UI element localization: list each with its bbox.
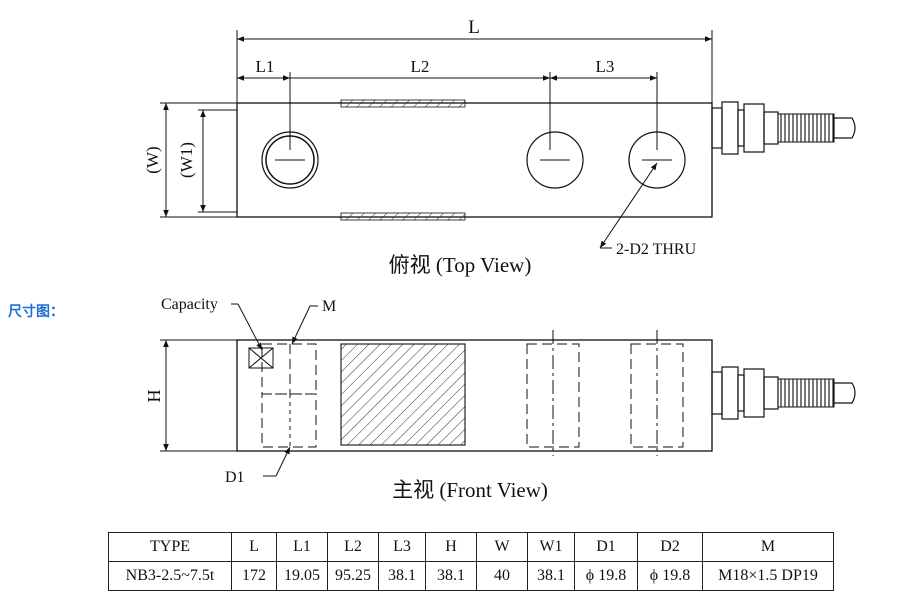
col-D2: D2 xyxy=(637,532,703,562)
cell-L2: 95.25 xyxy=(327,561,379,591)
front-body xyxy=(236,339,713,452)
col-W: W xyxy=(476,532,528,562)
capacity-label: Capacity xyxy=(161,296,218,313)
col-W1: W1 xyxy=(527,532,575,562)
front-view-caption: 主视 (Front View) xyxy=(392,478,548,502)
front-through-hole-2 xyxy=(630,330,684,456)
cell-L1: 19.05 xyxy=(276,561,328,591)
top-cable-connector xyxy=(711,101,856,155)
hole-note: 2-D2 THRU xyxy=(599,162,697,258)
cell-M: M18×1.5 DP19 xyxy=(702,561,834,591)
dim-L-label: L xyxy=(468,17,480,38)
spec-table-header-row: TYPE L L1 L2 L3 H W W1 D1 D2 M xyxy=(108,532,834,562)
top-through-hole-1 xyxy=(526,131,584,189)
table-row: NB3-2.5~7.5t 172 19.05 95.25 38.1 38.1 4… xyxy=(108,561,834,591)
top-hatch-upper xyxy=(340,99,466,108)
front-hatch-pocket xyxy=(340,343,466,446)
dim-W1: (W1) xyxy=(177,109,237,213)
dim-L1-label: L1 xyxy=(256,57,275,76)
top-view: L L1 L2 L3 xyxy=(143,17,856,277)
col-L1: L1 xyxy=(276,532,328,562)
dim-L: L xyxy=(236,17,713,105)
front-through-hole-1 xyxy=(526,330,580,456)
cell-D2: ϕ 19.8 xyxy=(637,561,703,591)
col-L3: L3 xyxy=(378,532,426,562)
top-hatch-lower xyxy=(340,212,466,221)
dim-L3-label: L3 xyxy=(596,57,615,76)
top-body xyxy=(236,102,713,218)
cell-H: 38.1 xyxy=(425,561,477,591)
dim-H: H xyxy=(144,339,237,452)
top-through-hole-2 xyxy=(628,131,686,189)
front-view: Capacity M D1 xyxy=(144,296,856,502)
d1-label: D1 xyxy=(225,469,245,486)
dim-H-label: H xyxy=(144,390,164,403)
spec-table: TYPE L L1 L2 L3 H W W1 D1 D2 M NB3-2.5~7… xyxy=(108,532,834,591)
hole-note-label: 2-D2 THRU xyxy=(616,241,697,258)
cell-type: NB3-2.5~7.5t xyxy=(108,561,232,591)
dim-L2-label: L2 xyxy=(411,57,430,76)
capacity-marker: Capacity xyxy=(161,296,274,369)
section-label: 尺寸图： xyxy=(8,303,64,319)
front-cable-connector xyxy=(711,366,856,420)
dimension-drawing: L L1 L2 L3 xyxy=(143,17,856,502)
d1-note: D1 xyxy=(225,446,291,486)
dim-L1-L2-L3: L1 L2 L3 xyxy=(237,57,658,150)
dim-W: (W) xyxy=(143,102,237,218)
col-type: TYPE xyxy=(108,532,232,562)
m-label: M xyxy=(322,298,336,315)
dim-W1-label: (W1) xyxy=(177,142,196,178)
col-M: M xyxy=(702,532,834,562)
dim-W-label: (W) xyxy=(143,146,162,173)
cell-W1: 38.1 xyxy=(527,561,575,591)
col-L: L xyxy=(231,532,277,562)
col-L2: L2 xyxy=(327,532,379,562)
cell-W: 40 xyxy=(476,561,528,591)
top-threaded-hole xyxy=(261,131,319,189)
col-D1: D1 xyxy=(574,532,638,562)
front-threaded-hole: M xyxy=(261,298,336,448)
cell-D1: ϕ 19.8 xyxy=(574,561,638,591)
cell-L3: 38.1 xyxy=(378,561,426,591)
cell-L: 172 xyxy=(231,561,277,591)
top-view-caption: 俯视 (Top View) xyxy=(389,253,532,277)
col-H: H xyxy=(425,532,477,562)
